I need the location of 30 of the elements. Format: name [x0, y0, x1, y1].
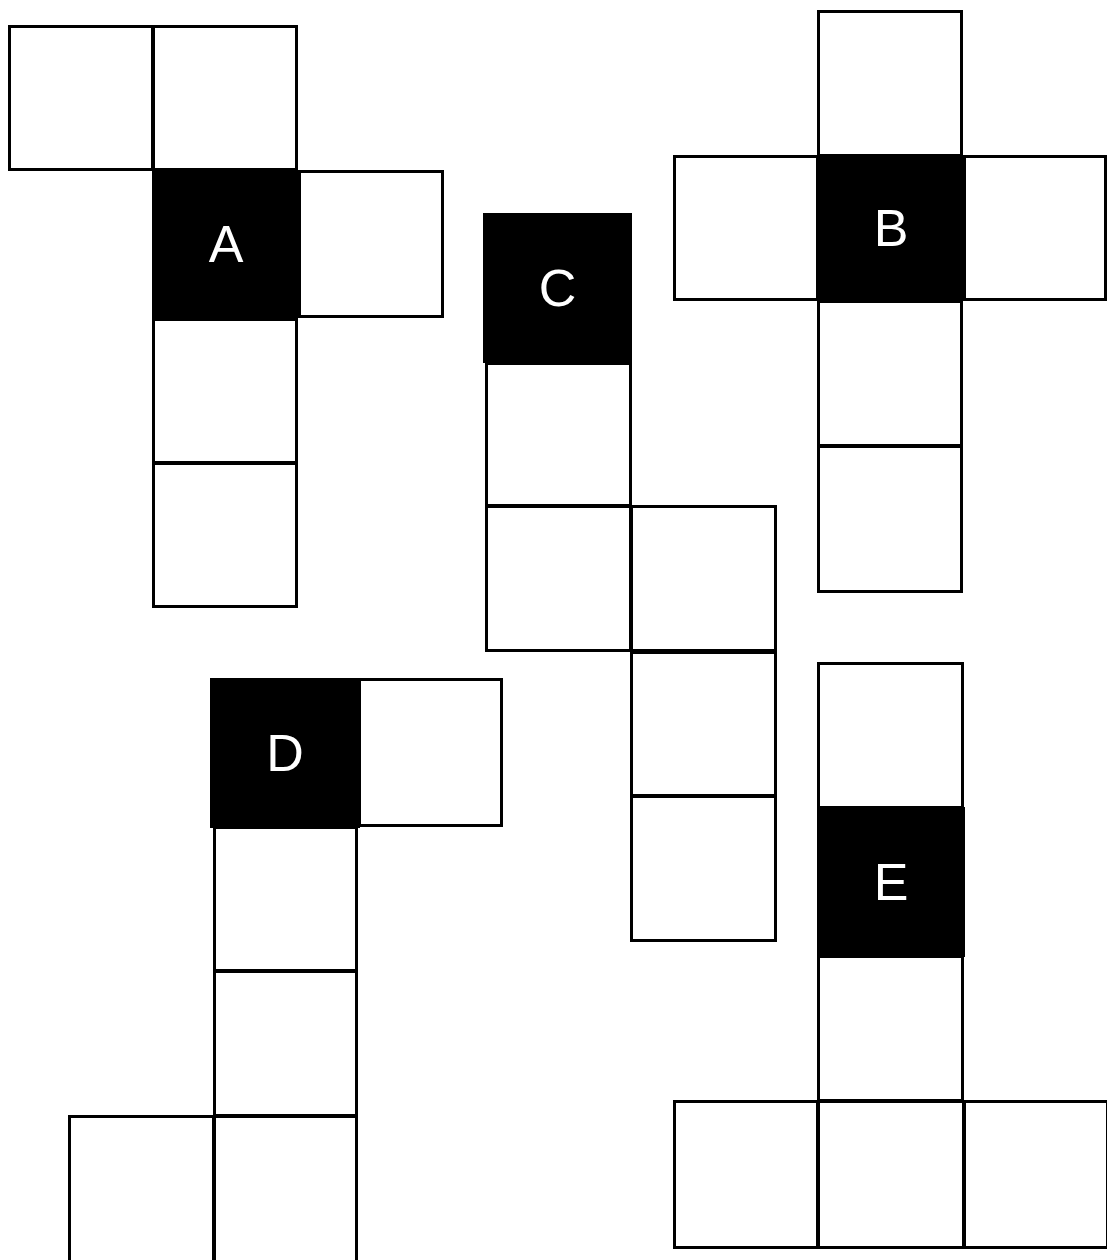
face-square	[817, 445, 963, 593]
face-square	[8, 25, 154, 171]
face-square	[152, 318, 298, 464]
face-square	[673, 1100, 819, 1249]
face-square	[963, 1100, 1107, 1249]
face-square	[213, 970, 358, 1117]
lettered-face-square: C	[483, 213, 632, 363]
face-square	[963, 155, 1107, 301]
face-square	[817, 955, 964, 1102]
face-square	[630, 505, 777, 652]
lettered-face-square: A	[152, 170, 300, 318]
face-square	[817, 10, 963, 157]
face-square	[213, 1115, 358, 1260]
lettered-face-square: E	[817, 807, 965, 957]
face-square	[485, 505, 632, 652]
face-square	[630, 651, 777, 797]
face-square	[673, 155, 819, 301]
face-square	[152, 25, 298, 171]
face-square	[817, 1100, 965, 1249]
face-square	[152, 462, 298, 608]
face-square	[485, 362, 632, 507]
lettered-face-square: B	[817, 155, 965, 301]
face-square	[817, 300, 963, 447]
lettered-face-square: D	[210, 678, 360, 828]
face-square	[213, 826, 358, 972]
face-square	[817, 662, 964, 809]
face-square	[298, 170, 444, 318]
face-square	[358, 678, 503, 827]
face-square	[630, 795, 777, 942]
face-square	[68, 1115, 215, 1260]
